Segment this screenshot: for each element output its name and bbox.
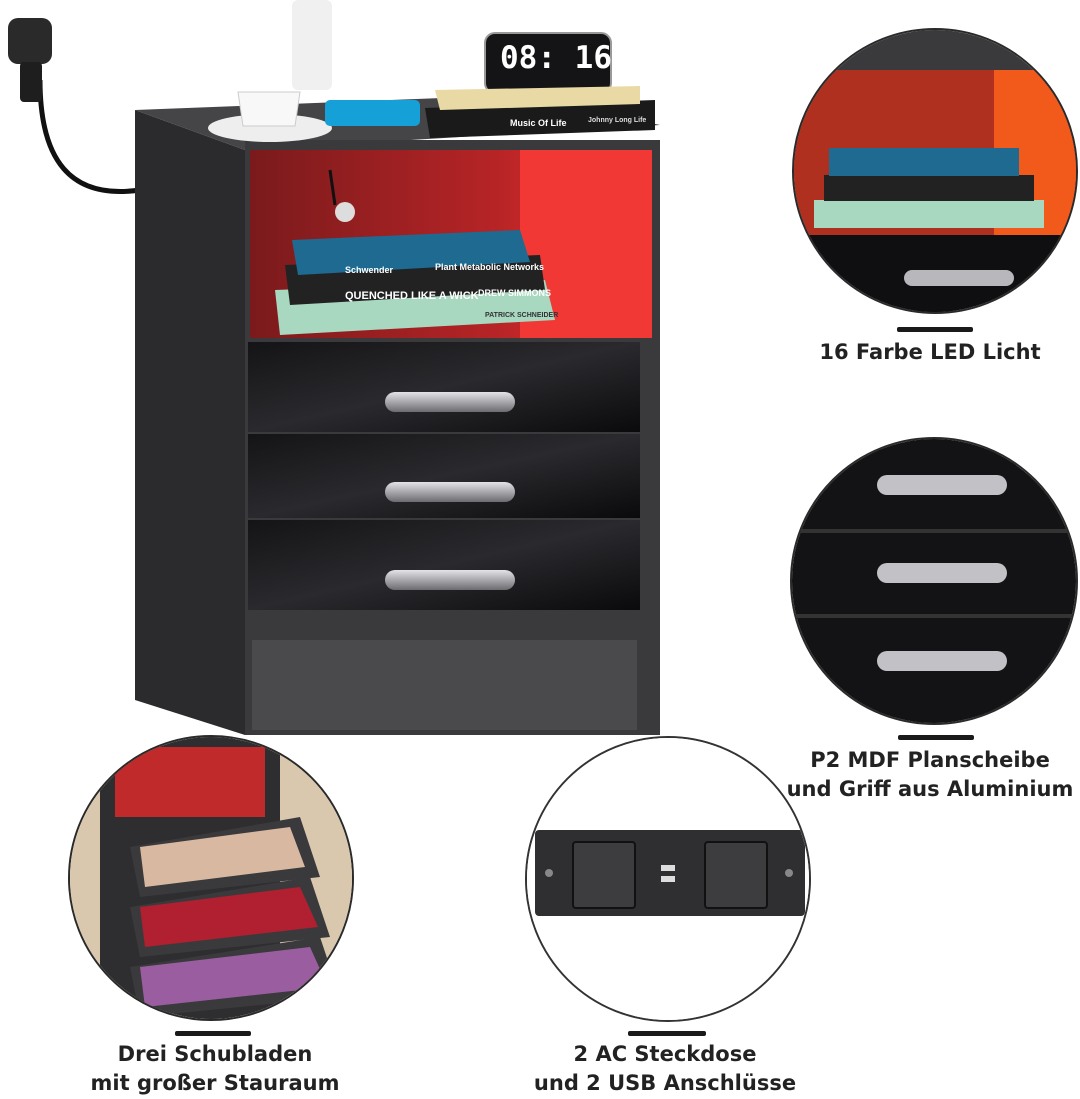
storage-detail-circle	[68, 735, 354, 1021]
outlet-caption-line1: 2 AC Steckdose	[573, 1042, 757, 1066]
led-caption-text: 16 Farbe LED Licht	[819, 340, 1041, 364]
clock-display: 08: 16	[500, 40, 612, 76]
led-detail-circle	[792, 28, 1078, 314]
outlet-caption: 2 AC Steckdose und 2 USB Anschlüsse	[480, 1040, 850, 1098]
storage-caption-line1: Drei Schubladen	[117, 1042, 313, 1066]
outlet-detail-circle	[525, 736, 811, 1022]
led-caption: 16 Farbe LED Licht	[780, 338, 1080, 367]
nightstand-illustration	[8, 0, 660, 735]
outlet-caption-divider	[628, 1031, 706, 1036]
book-author-top: Johnny Long Life	[588, 117, 647, 124]
drawer-caption: P2 MDF Planscheibe und Griff aus Alumini…	[780, 746, 1080, 804]
storage-detail-image	[70, 737, 352, 1019]
drawer-detail-image	[792, 439, 1076, 723]
book-schwender: Schwender	[345, 265, 394, 275]
outlet-caption-line2: und 2 USB Anschlüsse	[533, 1071, 797, 1095]
outlet-detail-image	[527, 738, 809, 1020]
storage-caption-line2: mit großer Stauraum	[90, 1071, 340, 1095]
storage-caption: Drei Schubladen mit großer Stauraum	[40, 1040, 390, 1098]
drawer-caption-line1: P2 MDF Planscheibe	[810, 748, 1050, 772]
storage-caption-divider	[175, 1031, 251, 1036]
drawer-caption-divider	[898, 735, 974, 740]
drawer-detail-circle	[790, 437, 1078, 725]
book-title-top: Music Of Life	[510, 118, 567, 128]
led-caption-divider	[897, 327, 973, 332]
drawer-caption-line2: und Griff aus Aluminium	[786, 777, 1074, 801]
book-author-bottom: PATRICK SCHNEIDER	[485, 312, 559, 319]
book-quenched: QUENCHED LIKE A WICK	[345, 290, 479, 302]
nightstand-product-image: 08: 16 Music Of Life Johnny Long Life Sc…	[0, 0, 700, 740]
book-drew-simmons: DREW SIMMONS	[478, 288, 551, 298]
book-plant-metabolic: Plant Metabolic Networks	[435, 262, 545, 272]
led-detail-image	[794, 30, 1076, 312]
